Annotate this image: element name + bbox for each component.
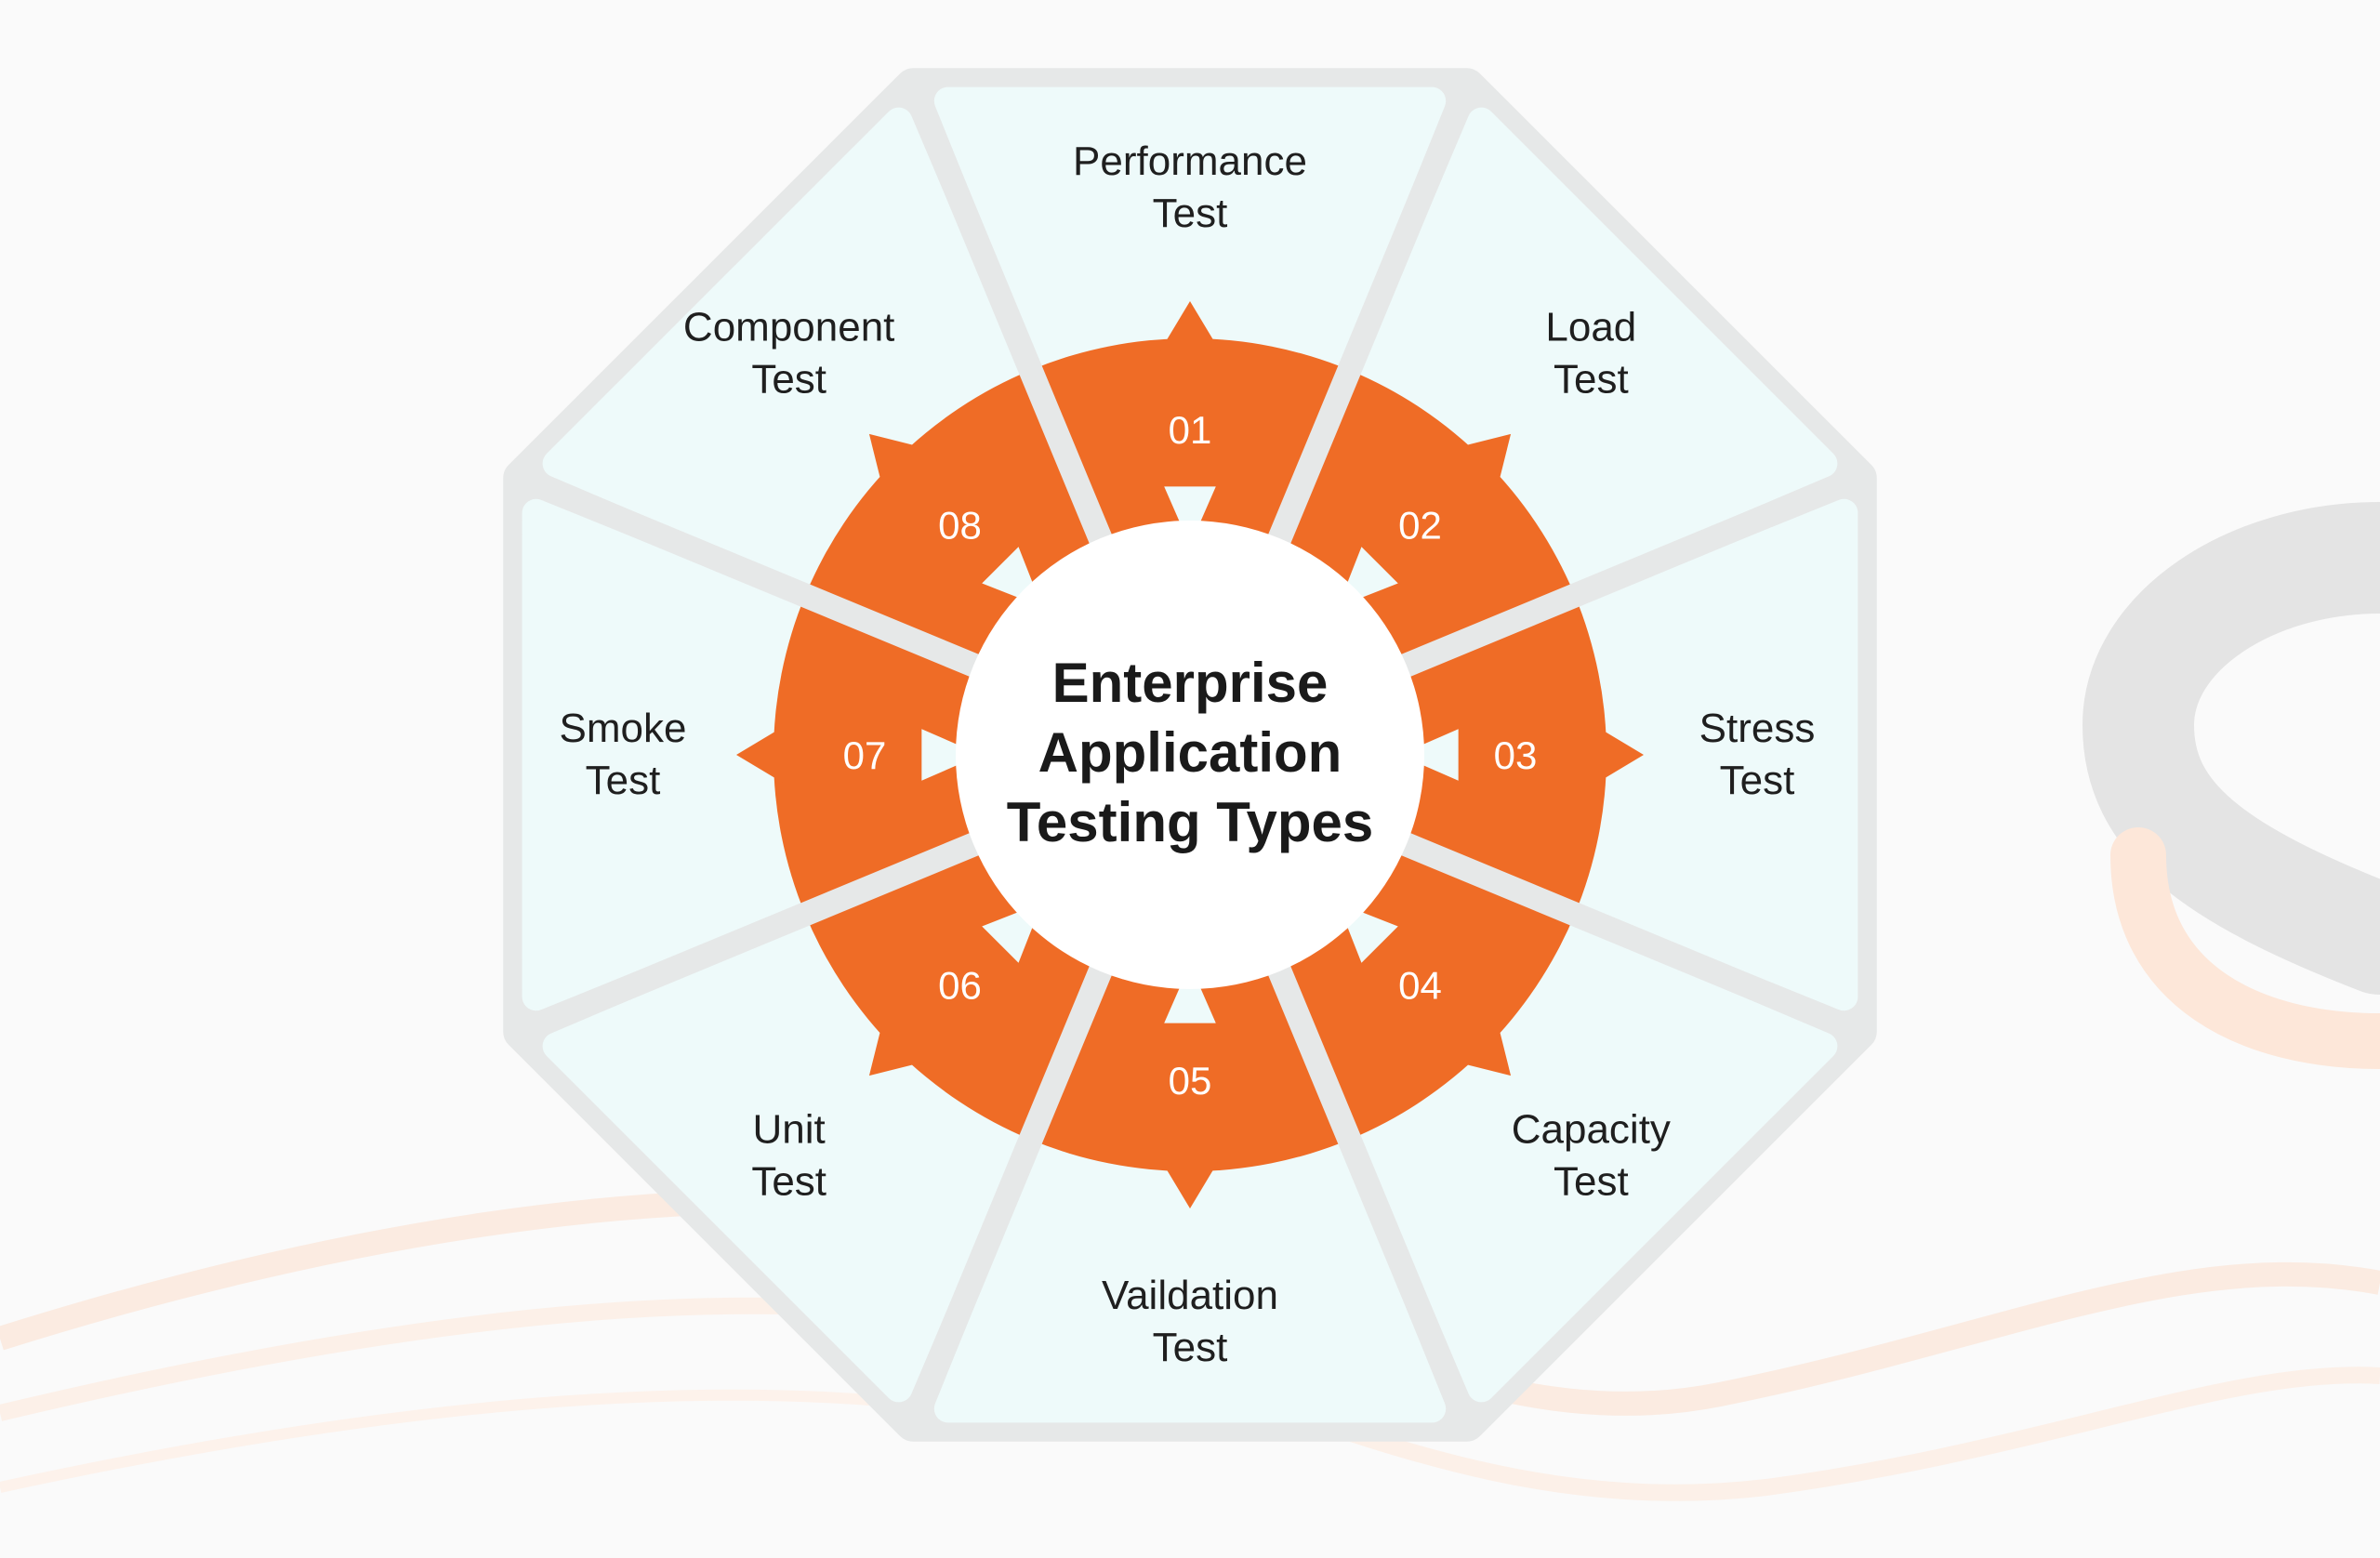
- segment-divider-2: [1264, 79, 1477, 557]
- ring-spike-5: [1160, 1158, 1220, 1208]
- segment-number-04: 04: [1398, 963, 1442, 1007]
- segment-label-line: Component: [683, 305, 894, 350]
- ring-notch-3: [1399, 729, 1459, 781]
- center-title-line-1: Enterprise: [1052, 652, 1329, 714]
- ring-notch-5: [1164, 964, 1216, 1023]
- ring-spike-6: [868, 1019, 926, 1076]
- ring-spike-8: [868, 433, 926, 491]
- segment-label-line: Smoke: [560, 706, 687, 751]
- segment-label-line: Test: [1554, 357, 1629, 403]
- segment-divider-6: [903, 953, 1116, 1431]
- ring-spike-7: [736, 725, 787, 785]
- segment-label-line: Test: [751, 1158, 826, 1204]
- segment-number-06: 06: [938, 963, 982, 1007]
- ring-spike-3: [1593, 725, 1644, 785]
- segment-number-01: 01: [1169, 408, 1212, 452]
- segment-label-line: Unit: [753, 1106, 826, 1152]
- ring-spike-4: [1454, 1019, 1512, 1076]
- segment-numbers: 01 02 03 04 05 06 07 08: [843, 408, 1538, 1102]
- segment-label-line: Test: [1153, 1325, 1228, 1370]
- segment-label-line: Test: [1153, 191, 1228, 236]
- ring-notch-7: [921, 729, 981, 781]
- segment-label-line: Performance: [1073, 139, 1307, 184]
- ring-notch-1: [1164, 486, 1216, 546]
- segment-number-02: 02: [1398, 504, 1442, 548]
- center-title-line-3: Testing Types: [1007, 791, 1374, 853]
- segment-number-07: 07: [843, 733, 887, 777]
- center-title: Enterprise Application Testing Types: [1007, 652, 1374, 853]
- segment-label-line: Load: [1545, 305, 1636, 350]
- segment-number-03: 03: [1494, 733, 1538, 777]
- center-title-line-2: Application: [1038, 721, 1342, 784]
- segment-dividers: [514, 79, 1866, 1431]
- segment-label-line: Test: [1554, 1158, 1629, 1204]
- segment-divider-5: [1264, 953, 1477, 1431]
- segment-label-line: Test: [586, 758, 661, 803]
- segment-divider-8: [514, 468, 992, 680]
- segment-divider-1: [903, 79, 1116, 557]
- center-circle: [956, 521, 1424, 989]
- segment-label-line: Vaildation: [1102, 1273, 1278, 1318]
- segment-label-line: Capacity: [1512, 1106, 1671, 1152]
- segment-divider-3: [1388, 468, 1866, 680]
- segment-number-05: 05: [1169, 1059, 1212, 1102]
- segment-labels: PerformanceTestLoadTestStressTestCapacit…: [560, 139, 1816, 1370]
- segment-number-08: 08: [938, 504, 982, 548]
- segment-divider-7: [514, 829, 992, 1042]
- segment-label-line: Test: [751, 357, 826, 403]
- segment-divider-4: [1388, 829, 1866, 1042]
- brand-logo-mark: [2082, 502, 2380, 1069]
- segment-label-line: Test: [1720, 758, 1795, 803]
- ring-spike-2: [1454, 433, 1512, 491]
- segment-label-line: Stress: [1699, 706, 1816, 751]
- ring-spike-1: [1160, 301, 1220, 351]
